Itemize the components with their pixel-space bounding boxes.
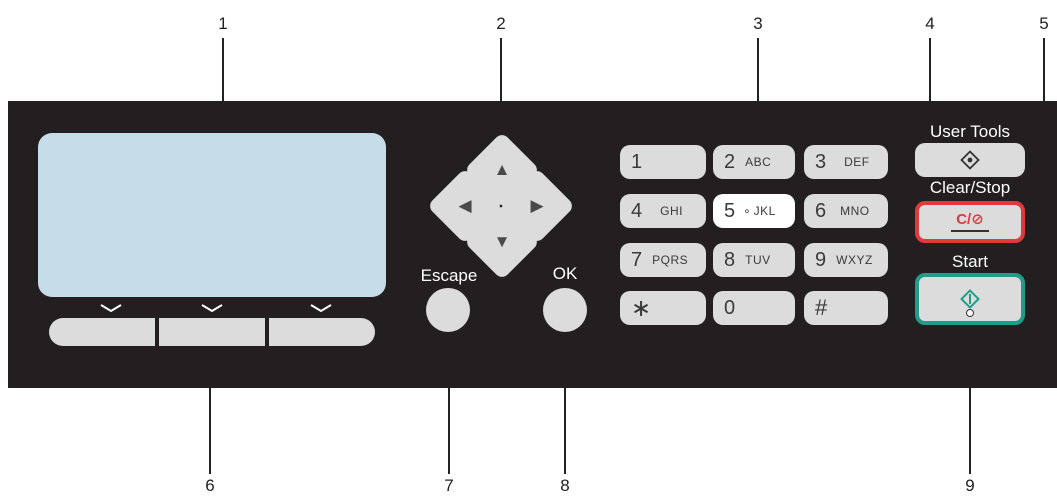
key-digit: 1: [631, 150, 643, 173]
chevron-down-icon: [100, 304, 122, 313]
callout-2: 2: [496, 14, 506, 33]
key-letters: JKL: [753, 204, 776, 218]
escape-button[interactable]: [426, 288, 470, 332]
key-digit: #: [815, 295, 828, 320]
selection-key-left[interactable]: [49, 318, 155, 346]
key-digit: 0: [724, 296, 736, 319]
key-digit: 9: [815, 248, 827, 271]
key-letters: DEF: [844, 155, 870, 169]
number-key-2[interactable]: 2 ABC: [713, 145, 795, 179]
callout-9: 9: [965, 476, 975, 495]
callout-5: 5: [1039, 14, 1049, 33]
user-tools-label: User Tools: [930, 122, 1010, 141]
number-key-9[interactable]: 9 WXYZ: [804, 243, 888, 277]
callout-4: 4: [925, 14, 935, 33]
start-icon: [960, 289, 980, 309]
user-tools-icon: [960, 150, 980, 170]
callout-6: 6: [205, 476, 215, 495]
lcd-screen: [38, 133, 386, 297]
arrow-down-icon: ▼: [493, 232, 511, 251]
key-digit: 4: [631, 199, 643, 222]
ok-label: OK: [552, 264, 578, 283]
number-key-1[interactable]: 1: [620, 145, 706, 179]
number-key-6[interactable]: 6 MNO: [804, 194, 888, 228]
user-tools-button[interactable]: [915, 143, 1025, 177]
number-key-3[interactable]: 3 DEF: [804, 145, 888, 179]
key-letters: MNO: [840, 204, 870, 218]
key-digit: 8: [724, 248, 736, 271]
tactile-dot-icon: ∘: [743, 204, 751, 218]
escape-label: Escape: [420, 266, 478, 285]
key-digit: ∗: [631, 294, 652, 322]
clear-stop-button[interactable]: C/⊘: [915, 201, 1025, 243]
key-digit: 3: [815, 150, 827, 173]
number-key-5[interactable]: 5 ∘ JKL: [713, 194, 795, 228]
hash-key[interactable]: #: [804, 291, 888, 325]
start-label: Start: [952, 252, 988, 271]
key-digit: 7: [631, 248, 643, 271]
key-letters: PQRS: [652, 253, 689, 267]
start-indicator-dot: [966, 309, 974, 317]
callout-1: 1: [218, 14, 228, 33]
key-digit: 6: [815, 199, 827, 222]
clear-stop-icon: C/⊘: [956, 211, 984, 228]
key-letters: GHI: [660, 204, 683, 218]
start-button[interactable]: [915, 273, 1025, 325]
number-key-0[interactable]: 0: [713, 291, 795, 325]
callout-7: 7: [444, 476, 454, 495]
selection-key-center[interactable]: [159, 318, 265, 346]
clear-stop-underline: [951, 230, 989, 232]
number-key-8[interactable]: 8 TUV: [713, 243, 795, 277]
key-letters: WXYZ: [836, 253, 873, 267]
star-key[interactable]: ∗: [620, 291, 706, 325]
arrow-left-icon: ◀: [458, 196, 472, 215]
chevron-down-icon: [310, 304, 332, 313]
callout-8: 8: [560, 476, 570, 495]
chevron-down-icon: [201, 304, 223, 313]
key-digit: 2: [724, 150, 736, 173]
selection-key-right[interactable]: [269, 318, 375, 346]
number-key-4[interactable]: 4 GHI: [620, 194, 706, 228]
arrow-right-icon: ▶: [530, 196, 544, 215]
arrow-up-icon: ▲: [493, 160, 511, 179]
clear-stop-label: Clear/Stop: [929, 178, 1011, 197]
key-letters: ABC: [745, 155, 772, 169]
callout-3: 3: [753, 14, 763, 33]
number-key-7[interactable]: 7 PQRS: [620, 243, 706, 277]
key-letters: TUV: [745, 253, 771, 267]
ok-button[interactable]: [543, 288, 587, 332]
key-digit: 5: [724, 199, 736, 222]
